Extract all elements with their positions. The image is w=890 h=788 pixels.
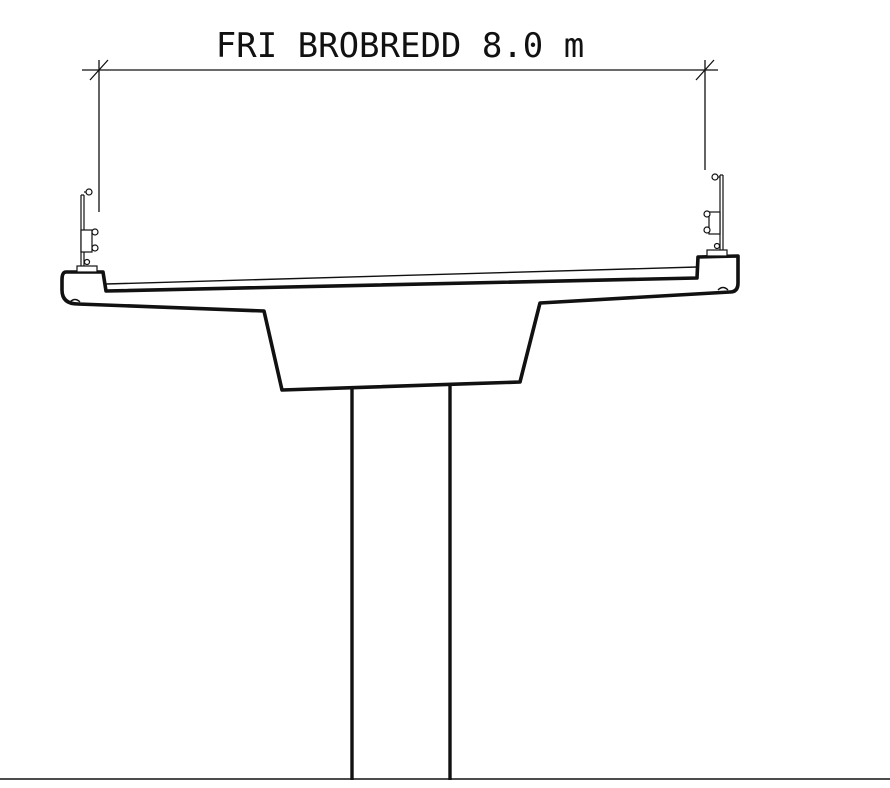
dimension-tick-right bbox=[695, 59, 715, 81]
railing-right-rail-mid bbox=[703, 210, 711, 218]
railing-right-anchor bbox=[713, 242, 721, 250]
railing-left-base bbox=[76, 265, 98, 273]
railing-right-base bbox=[706, 249, 728, 257]
railing-left-rail-top bbox=[85, 188, 93, 196]
railing-right-bracket bbox=[708, 211, 721, 235]
railing-right bbox=[703, 173, 728, 257]
railing-left bbox=[76, 188, 99, 273]
drip-groove-right bbox=[717, 286, 729, 291]
railing-left-rail-low bbox=[91, 244, 99, 252]
dimension-tick-left bbox=[89, 59, 109, 81]
railing-left-anchor bbox=[83, 258, 91, 266]
width-dimension bbox=[82, 59, 718, 212]
railing-right-rail-low bbox=[703, 226, 711, 234]
drip-groove-left bbox=[69, 298, 81, 303]
railing-left-bracket bbox=[80, 229, 93, 253]
railing-right-rail-top bbox=[711, 173, 719, 181]
railing-left-rail-mid bbox=[91, 228, 99, 236]
road-surface-line bbox=[105, 266, 698, 285]
dimension-label: FRI BROBREDD 8.0 m bbox=[216, 26, 584, 66]
bridge-deck-outline bbox=[60, 254, 740, 392]
